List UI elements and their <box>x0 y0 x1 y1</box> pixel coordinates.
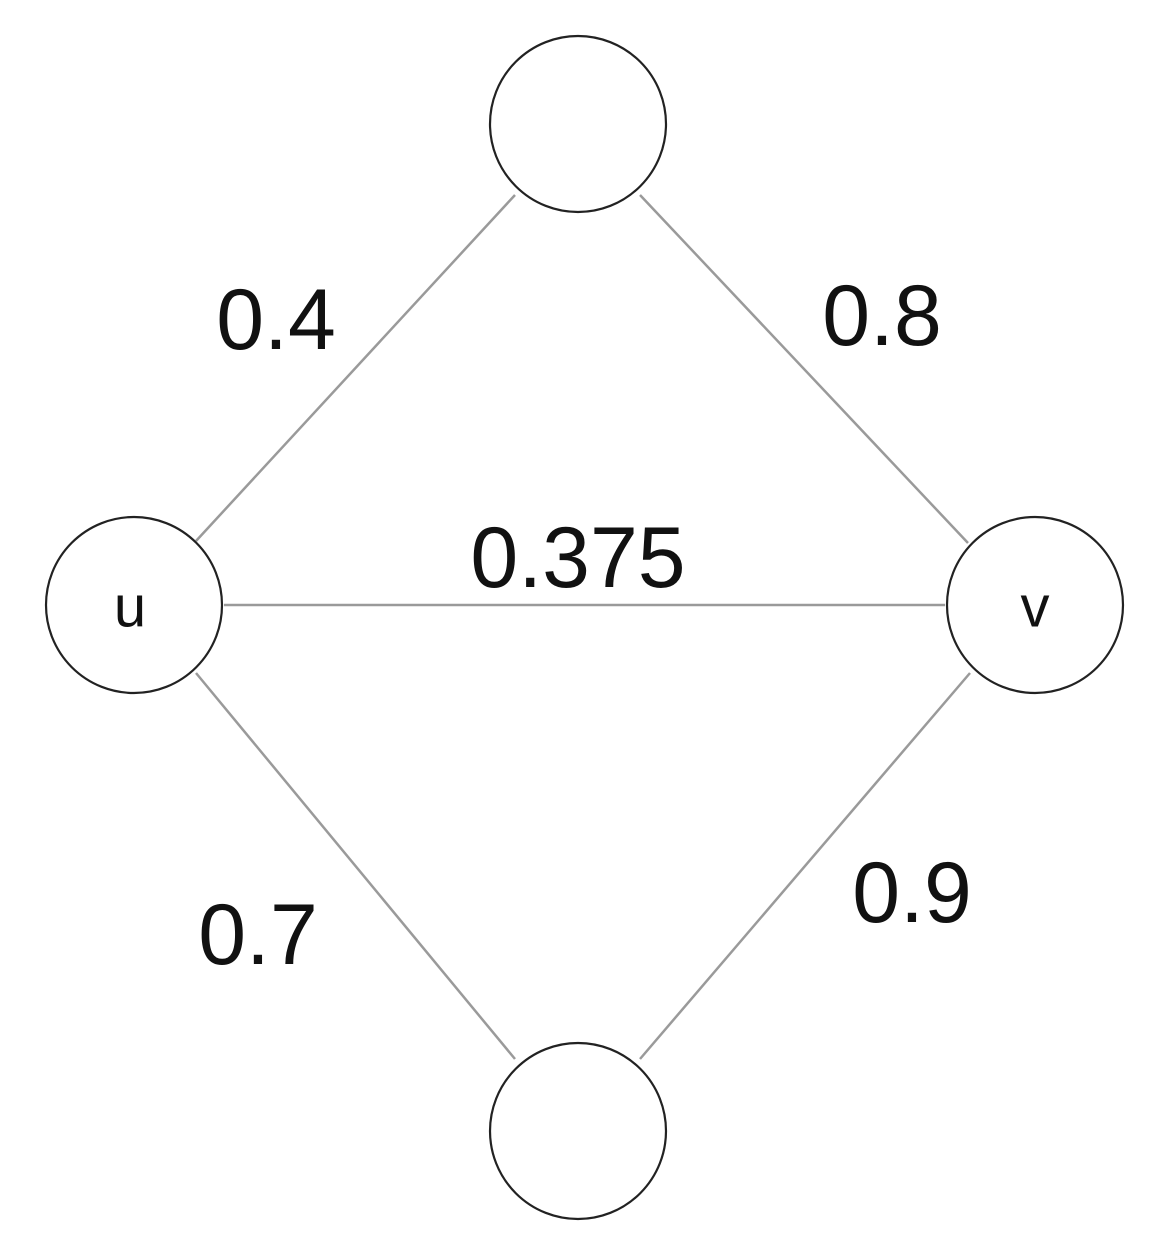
node-u-circle <box>44 515 224 695</box>
edge-bottom-v <box>639 672 971 1060</box>
node-top-circle <box>488 34 668 214</box>
weight-u-bottom: 0.7 <box>198 887 318 983</box>
weight-u-top: 0.4 <box>216 272 336 368</box>
weight-u-v: 0.375 <box>470 510 685 606</box>
nodes: u v <box>44 34 1125 1221</box>
edge-top-v <box>639 194 969 544</box>
node-v-circle <box>945 515 1125 695</box>
node-u-label: u <box>114 575 146 640</box>
node-v-label: v <box>1021 575 1050 640</box>
node-top <box>488 34 668 214</box>
node-v: v <box>945 515 1125 695</box>
node-u: u <box>44 515 224 695</box>
edge-u-bottom <box>195 672 516 1060</box>
edges <box>195 194 971 1060</box>
node-bottom <box>488 1041 668 1221</box>
node-bottom-circle <box>488 1041 668 1221</box>
edge-u-top <box>195 194 516 542</box>
weight-bottom-v: 0.9 <box>852 845 972 941</box>
weight-top-v: 0.8 <box>822 268 942 364</box>
edge-weights: 0.4 0.8 0.375 0.7 0.9 <box>198 268 972 983</box>
